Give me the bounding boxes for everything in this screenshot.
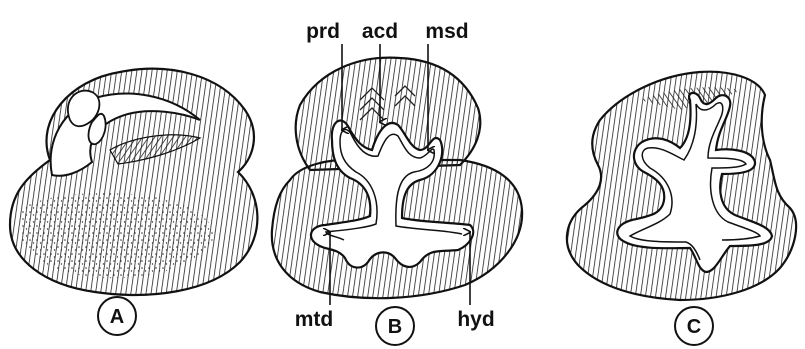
panel-c-label: C xyxy=(687,316,701,338)
panel-b-drawing xyxy=(272,58,522,299)
panel-a-drawing xyxy=(10,69,257,295)
panel-b-label: B xyxy=(388,316,402,338)
label-msd: msd xyxy=(425,20,468,43)
panel-a-label: A xyxy=(110,306,124,328)
label-mtd: mtd xyxy=(295,308,334,331)
label-acd: acd xyxy=(362,20,398,43)
label-hyd: hyd xyxy=(457,308,494,331)
panel-c-drawing xyxy=(567,72,796,300)
label-prd: prd xyxy=(306,20,340,43)
